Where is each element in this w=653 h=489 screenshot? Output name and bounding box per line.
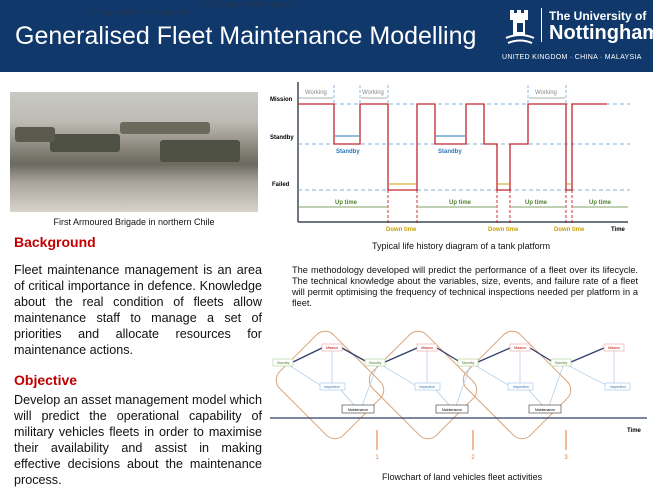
tank-shape [120, 122, 210, 134]
svg-text:Inspection: Inspection [419, 385, 435, 389]
maintenance-node: Maintenance [528, 404, 562, 414]
stage-number: 2 [471, 455, 475, 461]
objective-text: Develop an asset management model which … [14, 393, 262, 487]
standby-node: Standby [272, 358, 294, 367]
down-time-markers [387, 190, 573, 224]
state-path [298, 103, 607, 191]
header-banner: Systems and components of a generic mili… [0, 0, 653, 72]
standby-node: Standby [364, 358, 386, 367]
overflow-text: of a generic military platform [92, 8, 193, 17]
svg-text:Standby: Standby [277, 361, 290, 365]
svg-text:Mission: Mission [326, 346, 338, 350]
background-heading: Background [14, 234, 96, 250]
life-history-diagram: Mission Standby Failed Time Working Work… [270, 82, 630, 251]
svg-text:Mission: Mission [421, 346, 433, 350]
university-name-line2: Nottingham [549, 22, 653, 44]
standby-label: Standby [336, 149, 360, 155]
up-time-label: Up time [525, 200, 548, 206]
maintenance-node: Maintenance [435, 404, 469, 414]
poster-title: Generalised Fleet Maintenance Modelling [15, 22, 477, 50]
stage-arrows [376, 430, 567, 450]
svg-text:Mission: Mission [514, 346, 526, 350]
mission-node: Mission [321, 343, 343, 352]
svg-text:Inspection: Inspection [324, 385, 340, 389]
stage-number: 1 [375, 455, 379, 461]
inspection-node: Inspection [319, 382, 346, 391]
inspection-arrows [289, 351, 615, 407]
working-markers [333, 85, 567, 104]
state-guide-lines [298, 103, 630, 191]
stage-outlines [275, 330, 572, 440]
tank-shape [50, 134, 120, 152]
background-text: Fleet maintenance management is an area … [14, 263, 262, 357]
tank-shape [15, 127, 55, 142]
state-mission-label: Mission [270, 97, 293, 103]
down-time-label: Down time [554, 227, 585, 233]
svg-text:Inspection: Inspection [513, 385, 529, 389]
mission-node: Mission [416, 343, 438, 352]
svg-text:Mission: Mission [608, 346, 620, 350]
flowchart-caption: Flowchart of land vehicles fleet activit… [382, 472, 543, 482]
inspection-node: Inspection [507, 382, 534, 391]
mission-node: Mission [509, 343, 531, 352]
photo-caption: First Armoured Brigade in northern Chile [53, 217, 215, 227]
inspection-node: Inspection [414, 382, 441, 391]
working-label: Working [305, 90, 327, 96]
mission-node: Mission [603, 343, 625, 352]
stage-number: 3 [564, 455, 568, 461]
svg-text:Maintenance: Maintenance [535, 408, 555, 412]
flow-time-label: Time [627, 428, 642, 434]
standby-node: Standby [457, 358, 479, 367]
up-time-label: Up time [335, 200, 358, 206]
flowchart: Time Mission Mission Mission Mission Sta… [270, 330, 647, 482]
svg-text:Standby: Standby [369, 361, 382, 365]
up-time-label: Up time [589, 200, 612, 206]
svg-text:Standby: Standby [555, 361, 568, 365]
time-label: Time [611, 227, 626, 233]
down-time-label: Down time [488, 227, 519, 233]
svg-text:Maintenance: Maintenance [348, 408, 368, 412]
university-name-line1: The University of [549, 9, 647, 23]
standby-node: Standby [550, 358, 572, 367]
working-label: Working [362, 90, 384, 96]
objective-heading: Objective [14, 372, 78, 388]
down-time-label: Down time [386, 227, 417, 233]
maintenance-node: Maintenance [341, 404, 375, 414]
state-standby-label: Standby [270, 135, 294, 141]
svg-text:Inspection: Inspection [610, 385, 626, 389]
life-diagram-caption: Typical life history diagram of a tank p… [372, 241, 550, 251]
castle-logo-icon [505, 10, 535, 44]
campuses-text: UNITED KINGDOM · CHINA · MALAYSIA [502, 54, 642, 61]
state-failed-label: Failed [272, 182, 290, 188]
svg-text:Standby: Standby [462, 361, 475, 365]
tank-shape [160, 140, 240, 162]
tank-brigade-photo [10, 92, 258, 212]
mission-arrows [292, 347, 605, 363]
working-label: Working [535, 90, 557, 96]
methodology-text: The methodology developed will predict t… [292, 265, 638, 308]
overflow-text: Systems and components [205, 0, 298, 9]
svg-text:Maintenance: Maintenance [442, 408, 462, 412]
inspection-node: Inspection [604, 382, 631, 391]
up-time-label: Up time [449, 200, 472, 206]
logo-divider [541, 8, 542, 42]
standby-label: Standby [438, 149, 462, 155]
